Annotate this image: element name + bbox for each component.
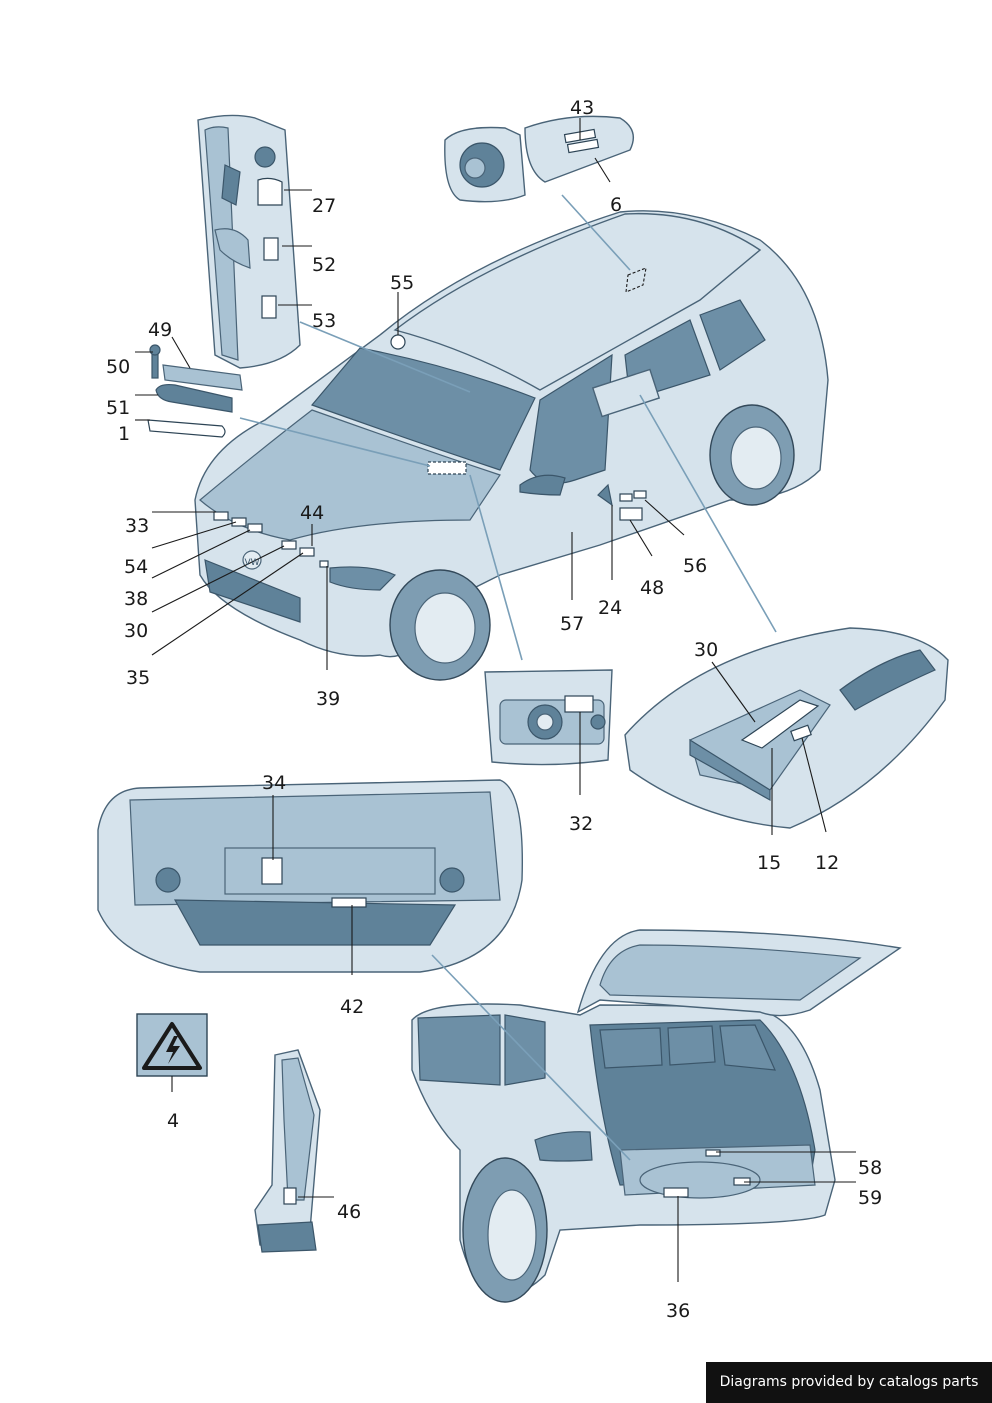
callout-56: 56 bbox=[683, 555, 707, 577]
callout-6: 6 bbox=[610, 194, 622, 216]
callout-53: 53 bbox=[312, 310, 336, 332]
callout-30-battery: 30 bbox=[694, 639, 718, 661]
callout-59: 59 bbox=[858, 1187, 882, 1209]
callout-12: 12 bbox=[815, 852, 839, 874]
callout-50: 50 bbox=[106, 356, 130, 378]
light-switch-detail bbox=[484, 669, 613, 766]
callout-15: 15 bbox=[757, 852, 781, 874]
callout-36: 36 bbox=[666, 1300, 690, 1322]
callout-24: 24 bbox=[598, 597, 622, 619]
callout-34: 34 bbox=[262, 772, 286, 794]
detail-pointer-lines bbox=[239, 194, 777, 1161]
underbody-detail bbox=[97, 779, 524, 973]
callout-1: 1 bbox=[118, 423, 130, 445]
rear-vehicle bbox=[411, 929, 902, 1303]
callout-58: 58 bbox=[858, 1157, 882, 1179]
callout-38: 38 bbox=[124, 588, 148, 610]
battery-compartment-detail bbox=[624, 627, 949, 829]
callout-4: 4 bbox=[167, 1110, 179, 1132]
callout-33: 33 bbox=[125, 515, 149, 537]
callout-35: 35 bbox=[126, 667, 150, 689]
footer-credit: Diagrams provided by catalogs parts bbox=[706, 1362, 992, 1403]
callout-46: 46 bbox=[337, 1201, 361, 1223]
sun-visor-parts bbox=[147, 344, 243, 438]
callout-57: 57 bbox=[560, 613, 584, 635]
callout-55: 55 bbox=[390, 272, 414, 294]
main-vehicle bbox=[194, 210, 829, 681]
vehicle-jack-detail bbox=[254, 1049, 321, 1253]
callout-42: 42 bbox=[340, 996, 364, 1018]
b-pillar-detail bbox=[197, 114, 301, 369]
callout-30: 30 bbox=[124, 620, 148, 642]
callout-52: 52 bbox=[312, 254, 336, 276]
fuel-flap-detail bbox=[444, 115, 634, 203]
vw-logo-icon: VW bbox=[244, 558, 259, 568]
callout-49: 49 bbox=[148, 319, 172, 341]
callout-51: 51 bbox=[106, 397, 130, 419]
callout-43: 43 bbox=[570, 97, 594, 119]
callout-44: 44 bbox=[300, 502, 324, 524]
high-voltage-warning-icon bbox=[136, 1013, 208, 1077]
callout-39: 39 bbox=[316, 688, 340, 710]
callout-48: 48 bbox=[640, 577, 664, 599]
leader-lines bbox=[135, 118, 856, 1282]
callout-54: 54 bbox=[124, 556, 148, 578]
callout-27: 27 bbox=[312, 195, 336, 217]
callout-32: 32 bbox=[569, 813, 593, 835]
callout-labels: 27 52 53 49 50 51 1 43 6 55 33 44 54 38 … bbox=[106, 97, 882, 1322]
